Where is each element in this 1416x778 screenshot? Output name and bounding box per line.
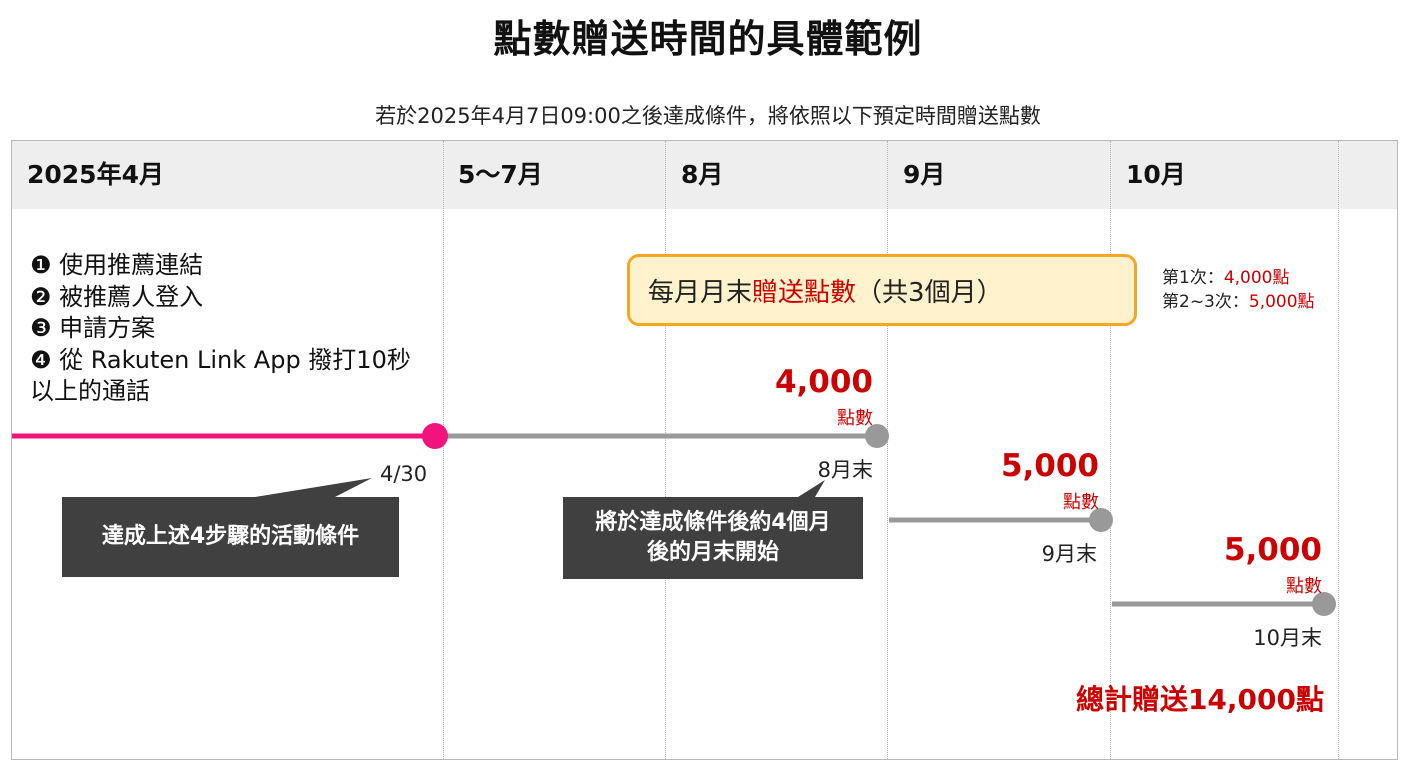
payout-marker-aug (865, 424, 889, 448)
payout-date-oct: 10月末 (1253, 626, 1322, 650)
month-header-sep: 9月 (903, 160, 946, 189)
step-item: ❶ 使用推薦連結 (30, 251, 204, 279)
start-callout-line: 將於達成條件後約4個月 (595, 510, 831, 535)
month-header-oct: 10月 (1126, 160, 1186, 189)
step-item: ❸ 申請方案 (30, 314, 156, 342)
column-divider (665, 141, 666, 759)
step-item: ❷ 被推薦人登入 (30, 282, 204, 311)
month-header-aug: 8月 (681, 160, 724, 189)
payout-marker-oct (1312, 592, 1336, 616)
payout-unit-oct: 點數 (1286, 576, 1322, 597)
step-item: ❹ 從 Rakuten Link App 撥打10秒 (30, 345, 411, 374)
monthly-box-suffix: （共3個月） (856, 277, 1003, 308)
payout-marker-sep (1089, 508, 1113, 532)
payout-points-aug: 4,000 (774, 364, 873, 400)
deadline-label: 4/30 (380, 462, 428, 486)
month-header-apr: 2025年4月 (27, 160, 164, 189)
payout-date-sep: 9月末 (1041, 542, 1097, 566)
monthly-box-highlight: 贈送點數 (752, 277, 857, 308)
month-header-band (12, 141, 1397, 209)
payout-count-note: 第1次：4,000點 第2~3次：5,000點 (1162, 266, 1315, 314)
first-payout-label: 第1次： (1162, 268, 1224, 288)
total-points: 總計贈送14,000點 (1075, 683, 1324, 716)
condition-callout: 達成上述4步驟的活動條件 (62, 497, 399, 577)
deadline-marker (422, 423, 448, 449)
later-payout-label: 第2~3次： (1162, 292, 1249, 312)
payout-unit-sep: 點數 (1063, 492, 1099, 513)
payout-points-sep: 5,000 (1000, 448, 1099, 484)
column-divider (443, 141, 444, 759)
monthly-box-prefix: 每月月末 (648, 277, 753, 308)
column-divider (887, 141, 888, 759)
callout-pointer (255, 478, 372, 497)
monthly-gift-box: 每月月末贈送點數（共3個月） (627, 254, 1137, 326)
payout-unit-aug: 點數 (837, 408, 873, 429)
column-divider (1338, 141, 1339, 759)
steps-list: ❶ 使用推薦連結 ❷ 被推薦人登入 ❸ 申請方案 ❹ 從 Rakuten Lin… (30, 250, 411, 408)
payout-date-aug: 8月末 (817, 458, 873, 482)
step-item: 以上的通話 (30, 377, 150, 405)
first-payout-value: 4,000點 (1223, 268, 1290, 288)
payout-points-oct: 5,000 (1223, 532, 1322, 568)
page-subtitle: 若於2025年4月7日09:00之後達成條件，將依照以下預定時間贈送點數 (375, 104, 1041, 128)
month-header-may-jul: 5～7月 (458, 160, 543, 189)
callout-pointer (798, 480, 825, 497)
later-payout-value: 5,000點 (1248, 292, 1315, 312)
start-callout: 將於達成條件後約4個月 後的月末開始 (563, 497, 863, 579)
page-title: 點數贈送時間的具體範例 (493, 17, 923, 61)
column-divider (1110, 141, 1111, 759)
start-callout-line: 後的月末開始 (646, 540, 779, 565)
timeline-frame (11, 140, 1398, 760)
